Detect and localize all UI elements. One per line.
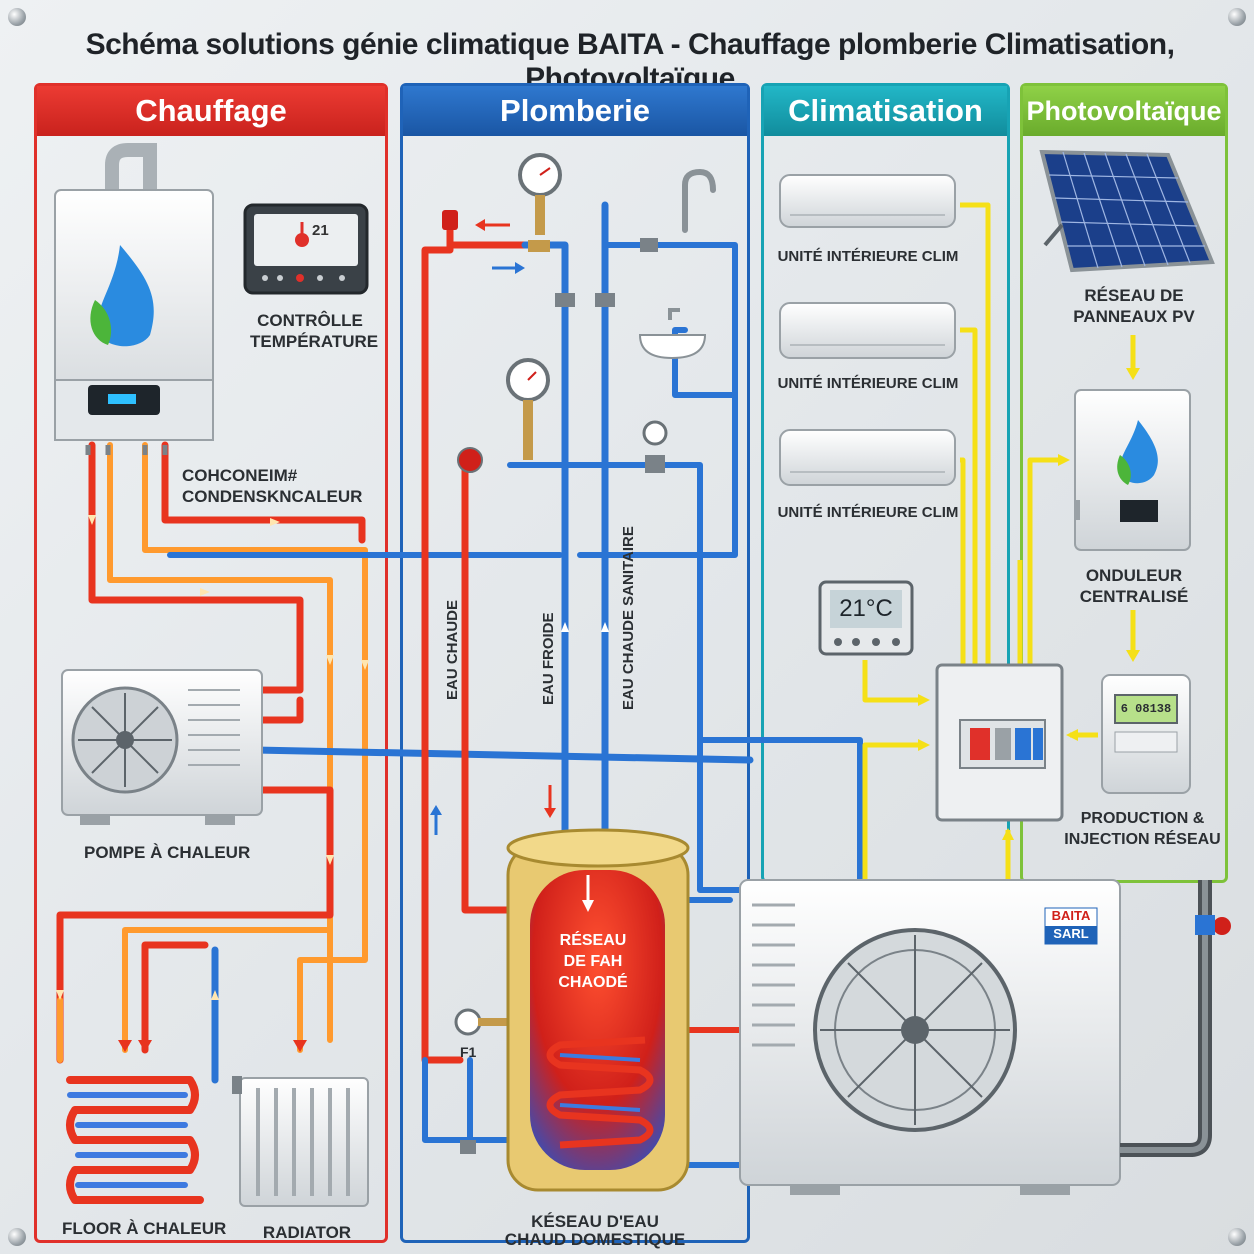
tank-label-line-3: CHAODÉ <box>558 974 628 991</box>
chaudiere-label-line-1: COHCONEIM# <box>182 466 298 485</box>
radiator-label: RADIATOR <box>262 1223 352 1242</box>
indoor-unit-3-label: UNITÉ INTÉRIEURE CLIM <box>777 504 959 521</box>
chaudiere-label-line-2: CONDENSKNCALEUR <box>182 487 363 506</box>
reseau-label-line-1: KÉSEAU D'EAU <box>531 1212 659 1231</box>
production-injection-label: PRODUCTION & INJECTION RÉSEAU <box>1060 808 1225 850</box>
tank-label: RÉSEAU DE FAH CHAODÉ <box>548 930 638 993</box>
energy-meter <box>1101 674 1191 794</box>
eau-sanitaire-label: EAU CHAUDE SANITAIRE <box>620 526 637 710</box>
panel-header-climatisation: Climatisation <box>764 86 1007 136</box>
meter-display: 6 08138 <box>1120 702 1172 716</box>
tank-label-line-1: RÉSEAU <box>559 932 627 949</box>
inverter <box>1074 389 1191 551</box>
reseau-label-line-2: CHAUD DOMESTIQUE <box>504 1230 686 1249</box>
controle-temperature-label: CONTRÔLLE TEMPÉRATURE <box>250 310 379 352</box>
panel-header-plomberie: Plomberie <box>403 86 747 136</box>
electrical-panel <box>935 663 1064 822</box>
onduleur-label-line-2: CENTRALISÉ <box>1079 587 1189 606</box>
gas-pipe <box>1120 880 1231 1157</box>
reseau-eau-chaude-label: KÉSEAU D'EAU CHAUD DOMESTIQUE <box>490 1213 700 1249</box>
panel-header-photovoltaique: Photovoltaïque <box>1023 86 1225 136</box>
controle-label-line-1: CONTRÔLLE <box>257 311 363 330</box>
controle-label-line-2: TEMPÉRATURE <box>250 332 379 351</box>
hot-water-tank <box>506 828 690 1192</box>
indoor-ac-units <box>779 174 956 486</box>
panel-header-chauffage: Chauffage <box>37 86 385 136</box>
thermostat <box>243 203 369 295</box>
onduleur-label: ONDULEUR CENTRALISÉ <box>1060 565 1208 607</box>
solar-panel <box>1039 149 1215 273</box>
pv-label-line-2: PANNEAUX PV <box>1073 307 1195 326</box>
chaudiere-label: COHCONEIM# CONDENSKNCALEUR <box>182 465 363 507</box>
brand-baita: BAITA <box>1051 908 1091 923</box>
brand-sarl: SARL <box>1053 926 1089 941</box>
production-label-line-1: PRODUCTION & <box>1080 810 1205 827</box>
electric-lines <box>862 202 1136 880</box>
clim-thermostat <box>818 580 914 656</box>
indoor-unit-1-label: UNITÉ INTÉRIEURE CLIM <box>777 248 959 265</box>
condensing-boiler <box>54 143 214 455</box>
heat-pump-unit <box>61 669 263 825</box>
onduleur-label-line-1: ONDULEUR <box>1085 566 1183 585</box>
eau-froide-label: EAU FROIDE <box>540 612 557 705</box>
sink <box>638 308 707 360</box>
panel-climatisation: Climatisation <box>761 83 1010 883</box>
eau-chaude-label: EAU CHAUDE <box>444 599 461 700</box>
pompe-chaleur-label: POMPE À CHALEUR <box>84 843 251 862</box>
heating-pipes <box>56 441 754 1204</box>
heating-arrows <box>56 515 369 1052</box>
radiator-unit <box>232 1076 369 1207</box>
corner-bolt <box>1228 8 1246 26</box>
panel-plomberie: Plomberie <box>400 83 750 1243</box>
thermostat-value: 21 <box>312 222 329 239</box>
indoor-unit-2-label: UNITÉ INTÉRIEURE CLIM <box>777 375 959 392</box>
pv-panels-label: RÉSEAU DE PANNEAUX PV <box>1060 285 1208 327</box>
pressure-gauges <box>442 153 668 1154</box>
corner-bolt <box>8 8 26 26</box>
gauge-f1-label: F1 <box>460 1044 477 1060</box>
production-label-line-2: INJECTION RÉSEAU <box>1064 831 1221 848</box>
outdoor-ac-unit <box>739 879 1121 1195</box>
electric-arrows <box>918 368 1140 840</box>
clim-thermostat-display: 21°C <box>839 595 893 622</box>
pv-label-line-1: RÉSEAU DE <box>1084 286 1184 305</box>
corner-bolt <box>8 1228 26 1246</box>
tank-label-line-2: DE FAH <box>563 953 623 970</box>
floor-chaleur-label: FLOOR À CHALEUR <box>62 1219 227 1238</box>
panel-chauffage: Chauffage <box>34 83 388 1243</box>
corner-bolt <box>1228 1228 1246 1246</box>
plumbing-arrows <box>430 219 609 835</box>
panel-photovoltaique: Photovoltaïque <box>1020 83 1228 883</box>
